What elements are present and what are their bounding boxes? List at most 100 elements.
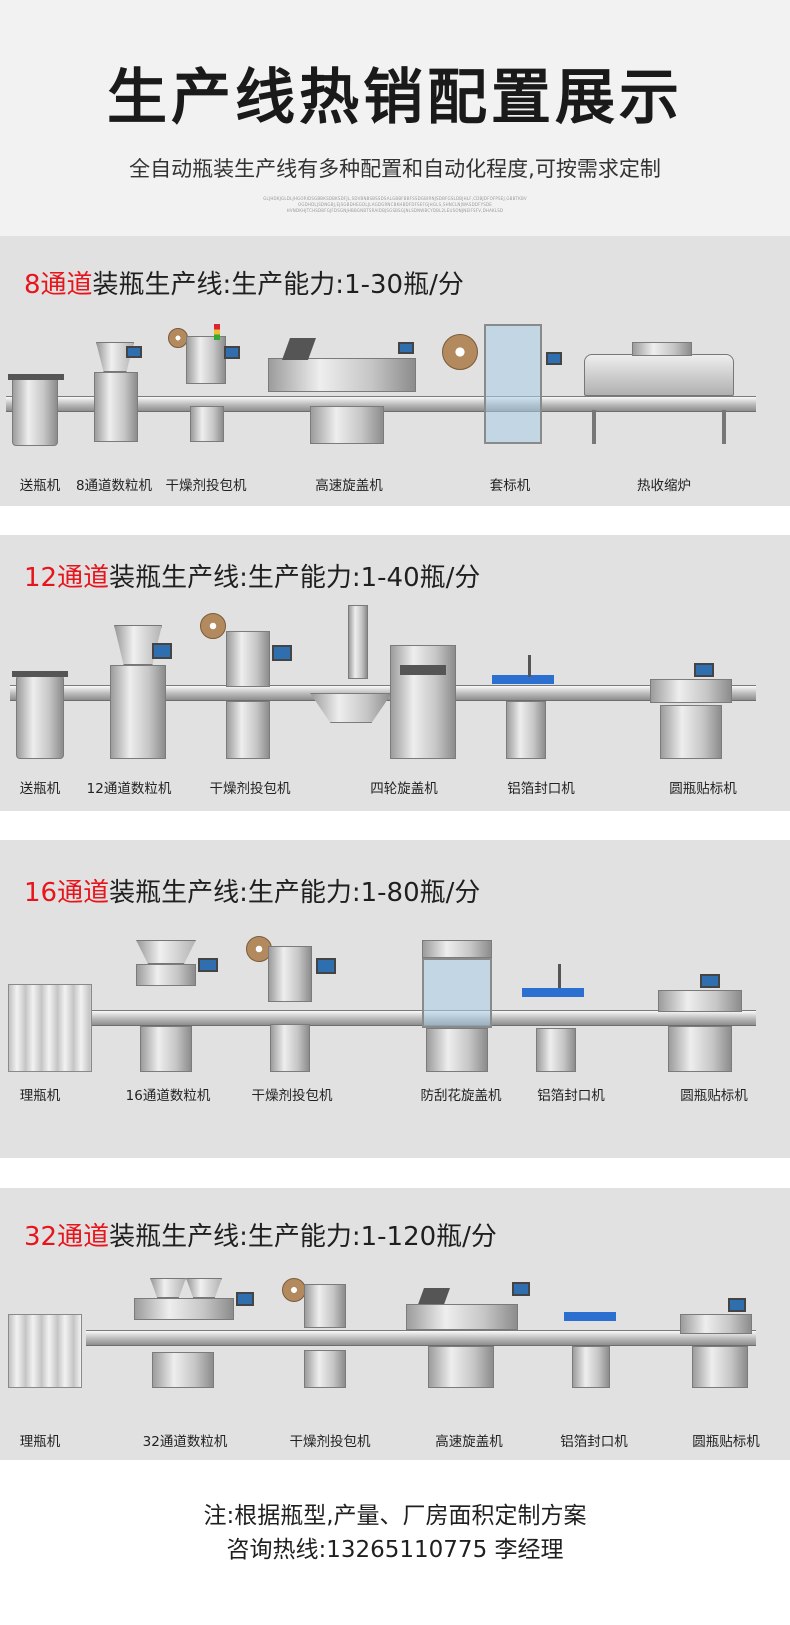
labeler-screen bbox=[728, 1298, 746, 1312]
desiccant-machine bbox=[186, 336, 226, 384]
tablet-counter bbox=[94, 372, 138, 442]
machine-line-image bbox=[0, 324, 790, 454]
machine-label: 干燥剂投包机 bbox=[289, 1434, 371, 1450]
capper-head bbox=[268, 358, 416, 392]
anti-scratch-capper bbox=[422, 958, 492, 1028]
section-title: 12通道装瓶生产线:生产能力:1-40瓶/分 bbox=[24, 561, 480, 595]
section-capacity: 装瓶生产线:生产能力:1-40瓶/分 bbox=[109, 563, 481, 593]
labeler-screen bbox=[694, 663, 714, 677]
feeder-top bbox=[12, 671, 68, 677]
sealer-head bbox=[564, 1312, 616, 1321]
desiccant-machine bbox=[268, 946, 312, 1002]
counter-hopper-left bbox=[150, 1278, 186, 1298]
machine-label: 干燥剂投包机 bbox=[165, 478, 247, 494]
capper-head bbox=[406, 1304, 518, 1330]
desiccant-reel bbox=[168, 328, 188, 348]
sealer-head bbox=[492, 675, 554, 684]
machine-label: 32通道数粒机 bbox=[142, 1434, 228, 1450]
machine-label: 圆瓶贴标机 bbox=[669, 781, 737, 797]
customization-note: 注:根据瓶型,产量、厂房面积定制方案 bbox=[203, 1503, 587, 1529]
shrink-tunnel bbox=[584, 354, 734, 396]
machine-label: 圆瓶贴标机 bbox=[692, 1434, 760, 1450]
tablet-counter bbox=[152, 1352, 214, 1388]
four-wheel-capper bbox=[390, 645, 456, 759]
desiccant-reel bbox=[282, 1278, 306, 1302]
feeder-top bbox=[8, 374, 64, 380]
machine-label: 铝箔封口机 bbox=[507, 781, 575, 797]
section-capacity: 装瓶生产线:生产能力:1-120瓶/分 bbox=[109, 1222, 497, 1252]
machine-label: 圆瓶贴标机 bbox=[680, 1088, 748, 1104]
machine-label: 干燥剂投包机 bbox=[209, 781, 291, 797]
tunnel-panel bbox=[632, 342, 692, 356]
contact-hotline: 咨询热线:13265110775 李经理 bbox=[226, 1537, 564, 1563]
desiccant-reel bbox=[246, 936, 272, 962]
counter-hopper-right bbox=[186, 1278, 222, 1298]
counter-top bbox=[136, 964, 196, 986]
foil-sealer bbox=[536, 1028, 576, 1072]
machine-label: 理瓶机 bbox=[19, 1434, 61, 1450]
labeler-head bbox=[680, 1314, 752, 1334]
capper-base bbox=[426, 1028, 488, 1072]
capper-base bbox=[310, 406, 384, 444]
section-channel: 12通道 bbox=[24, 563, 110, 593]
counter-hopper bbox=[136, 940, 196, 964]
desiccant-reel bbox=[200, 613, 226, 639]
desiccant-base bbox=[190, 406, 224, 442]
signal-lamp bbox=[214, 324, 220, 340]
foil-sealer bbox=[506, 701, 546, 759]
counter-screen bbox=[236, 1292, 254, 1306]
capper-screen bbox=[512, 1282, 530, 1296]
machine-line-image bbox=[0, 605, 790, 765]
machine-label: 16通道数粒机 bbox=[125, 1088, 211, 1104]
labeler-head bbox=[658, 990, 742, 1012]
machine-label: 套标机 bbox=[489, 478, 531, 494]
labeler-screen bbox=[700, 974, 720, 988]
section-channel: 16通道 bbox=[24, 878, 110, 908]
label-reel bbox=[442, 334, 478, 370]
desiccant-screen bbox=[316, 958, 336, 974]
machine-line-image bbox=[0, 1278, 790, 1428]
capper-screen bbox=[398, 342, 414, 354]
fine-print-text: GLJHDKJGLDLJHGORIDSGBBKSDBKSDFJL,SDVBNBS… bbox=[263, 196, 527, 213]
tunnel-leg bbox=[722, 410, 726, 444]
section-32-channel: 32通道装瓶生产线:生产能力:1-120瓶/分 bbox=[0, 1188, 790, 1460]
desiccant-screen bbox=[224, 346, 240, 359]
section-8-channel: 8通道装瓶生产线:生产能力:1-30瓶/分 bbox=[0, 236, 790, 506]
labeler-head bbox=[650, 679, 732, 703]
capper-top bbox=[422, 940, 492, 958]
footer: 注:根据瓶型,产量、厂房面积定制方案 咨询热线:13265110775 李经理 bbox=[0, 1460, 790, 1625]
machine-label: 四轮旋盖机 bbox=[370, 781, 438, 797]
cap-feeder bbox=[281, 338, 317, 360]
machine-label: 送瓶机 bbox=[19, 781, 61, 797]
machine-label: 8通道数粒机 bbox=[75, 478, 153, 494]
machine-label: 铝箔封口机 bbox=[560, 1434, 628, 1450]
machine-label: 高速旋盖机 bbox=[315, 478, 383, 494]
tablet-counter bbox=[110, 665, 166, 759]
section-capacity: 装瓶生产线:生产能力:1-30瓶/分 bbox=[92, 270, 464, 300]
bottle-unscrambler bbox=[8, 984, 92, 1072]
counter-screen bbox=[152, 643, 172, 659]
machine-label: 铝箔封口机 bbox=[537, 1088, 605, 1104]
tunnel-leg bbox=[592, 410, 596, 444]
sleeve-labeler bbox=[484, 324, 542, 444]
capper-wheels bbox=[400, 665, 446, 675]
machine-label: 送瓶机 bbox=[19, 478, 61, 494]
machine-label: 理瓶机 bbox=[19, 1088, 61, 1104]
counter-screen bbox=[198, 958, 218, 972]
desiccant-base bbox=[270, 1024, 310, 1072]
conveyor bbox=[10, 1010, 756, 1026]
bottle-feeder bbox=[16, 675, 64, 759]
sealer-mast bbox=[528, 655, 531, 677]
desiccant-machine bbox=[226, 631, 270, 687]
desiccant-base bbox=[304, 1350, 346, 1388]
sealer-mast bbox=[558, 964, 561, 988]
sealer-head bbox=[522, 988, 584, 997]
section-title: 16通道装瓶生产线:生产能力:1-80瓶/分 bbox=[24, 876, 480, 910]
section-title: 32通道装瓶生产线:生产能力:1-120瓶/分 bbox=[24, 1220, 497, 1254]
section-12-channel: 12通道装瓶生产线:生产能力:1-40瓶/分 bbox=[0, 535, 790, 811]
cap-elevator bbox=[348, 605, 368, 679]
counter-top bbox=[134, 1298, 234, 1320]
conveyor bbox=[86, 1330, 756, 1346]
desiccant-machine bbox=[304, 1284, 346, 1328]
